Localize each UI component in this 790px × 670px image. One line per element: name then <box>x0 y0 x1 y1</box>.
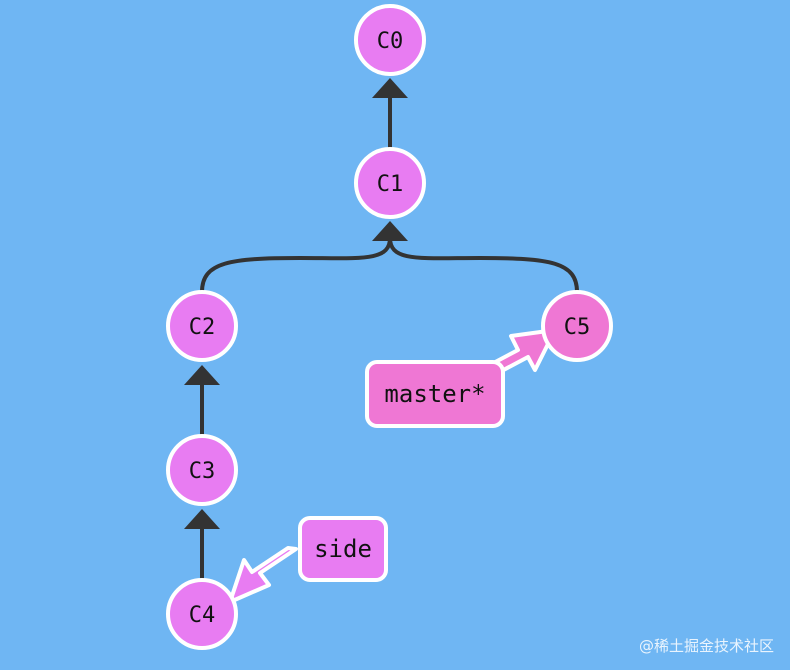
watermark: @稀土掘金技术社区 <box>638 637 774 655</box>
commit-c0[interactable] <box>354 4 426 76</box>
commit-label-c1: C1 <box>377 172 404 197</box>
arrowhead-c0 <box>372 78 408 98</box>
arrowhead-c1 <box>372 221 408 241</box>
arrowhead-c3 <box>184 509 220 529</box>
commit-c2[interactable] <box>166 290 238 362</box>
commit-c4[interactable] <box>166 578 238 650</box>
branch-side-box[interactable] <box>298 516 388 582</box>
branch-master-box[interactable] <box>365 360 505 428</box>
branch-side[interactable]: side <box>298 516 388 582</box>
commit-label-c5: C5 <box>564 315 591 340</box>
commit-c5[interactable] <box>541 290 613 362</box>
commit-label-c3: C3 <box>189 459 216 484</box>
commit-c1[interactable] <box>354 147 426 219</box>
commit-c3[interactable] <box>166 434 238 506</box>
edge-c5-c1 <box>388 236 579 294</box>
commit-label-c4: C4 <box>189 603 216 628</box>
edges <box>200 92 579 582</box>
side-arrow <box>228 546 298 604</box>
arrowhead-c2 <box>184 365 220 385</box>
commit-nodes <box>166 4 613 650</box>
branch-master[interactable]: master* <box>365 360 505 428</box>
commit-label-c0: C0 <box>377 29 404 54</box>
commit-labels: C0 C1 C2 C3 C4 C5 <box>189 29 591 628</box>
arrowheads <box>184 78 408 529</box>
branch-side-label: side <box>314 535 372 563</box>
commit-label-c2: C2 <box>189 315 216 340</box>
branch-master-label: master* <box>384 380 485 408</box>
edge-c2-c1 <box>200 236 392 294</box>
